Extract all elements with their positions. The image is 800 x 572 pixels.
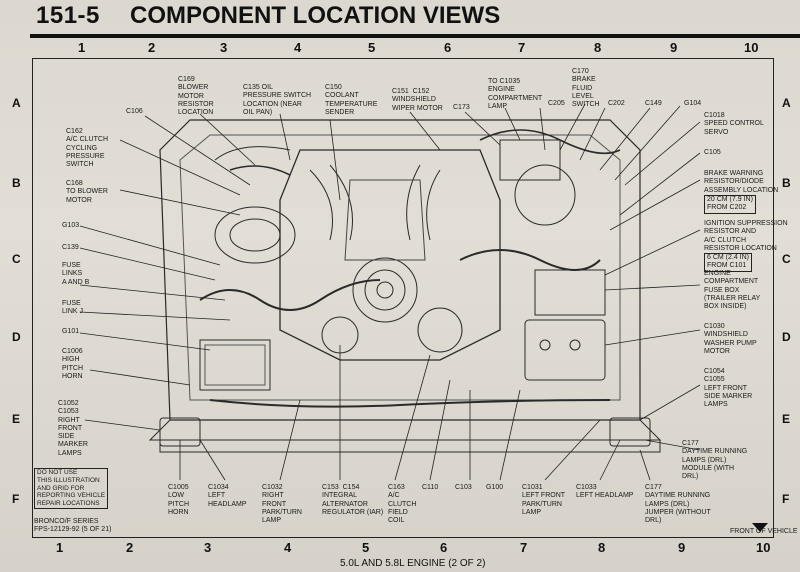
label-c177-drl-jumper: C177 DAYTIME RUNNING LAMPS (DRL) JUMPER … <box>645 484 711 525</box>
label-fuse-box: ENGINE COMPARTMENT FUSE BOX (TRAILER REL… <box>704 270 761 311</box>
label-c151: C151 C152 WINDSHIELD WIPER MOTOR <box>392 88 443 112</box>
label-front-of-vehicle: FRONT OF VEHICLE <box>730 528 798 535</box>
page-title: COMPONENT LOCATION VIEWS <box>130 2 501 29</box>
col-7-bottom: 7 <box>520 540 528 555</box>
col-1-bottom: 1 <box>56 540 64 555</box>
label-c1033: C1033 LEFT HEADLAMP <box>576 484 634 500</box>
label-c139: C139 <box>62 244 79 251</box>
series-id: BRONCO/F SERIES FPS-12129-92 (5 OF 21) <box>34 518 112 534</box>
col-2: 2 <box>148 40 156 55</box>
label-brake-warning-distance: 20 cm (7.9 IN) FROM C202 <box>704 195 756 214</box>
label-c1005: C1005 LOW PITCH HORN <box>168 484 189 516</box>
section-number: 151-5 <box>36 2 100 29</box>
label-c170: C170 BRAKE FLUID LEVEL SWITCH <box>572 68 600 109</box>
illustration-frame <box>32 58 774 538</box>
row-e-right: E <box>782 412 791 426</box>
col-3: 3 <box>220 40 228 55</box>
col-8-bottom: 8 <box>598 540 606 555</box>
label-c1030: C1030 WINDSHIELD WASHER PUMP MOTOR <box>704 323 757 355</box>
label-c173: C173 <box>453 104 470 111</box>
label-c1006: C1006 HIGH PITCH HORN <box>62 348 83 380</box>
row-d-right: D <box>782 330 791 344</box>
row-c: C <box>12 252 21 266</box>
label-c168: C168 TO BLOWER MOTOR <box>66 180 108 204</box>
label-c1032: C1032 RIGHT FRONT PARK/TURN LAMP <box>262 484 302 525</box>
col-6-bottom: 6 <box>440 540 448 555</box>
label-c177-drl-module: C177 DAYTIME RUNNING LAMPS (DRL) MODULE … <box>682 440 748 481</box>
col-10: 10 <box>744 40 759 55</box>
label-c150: C150 COOLANT TEMPERATURE SENDER <box>325 84 378 116</box>
label-c1035: TO C1035 ENGINE COMPARTMENT LAMP <box>488 78 543 110</box>
label-g103: G103 <box>62 222 80 229</box>
col-2-bottom: 2 <box>126 540 134 555</box>
col-8: 8 <box>594 40 602 55</box>
col-9: 9 <box>670 40 678 55</box>
col-10-bottom: 10 <box>756 540 771 555</box>
label-c1018: C1018 SPEED CONTROL SERVO <box>704 112 764 136</box>
col-3-bottom: 3 <box>204 540 212 555</box>
front-arrow-icon <box>752 523 768 532</box>
label-fuse-link-j: FUSE LINK J <box>62 300 84 316</box>
label-c106: C106 <box>126 108 143 115</box>
label-c1054: C1054 C1055 LEFT FRONT SIDE MARKER LAMPS <box>704 368 753 409</box>
col-9-bottom: 9 <box>678 540 686 555</box>
label-g101: G101 <box>62 328 80 335</box>
page-caption: 5.0L AND 5.8L ENGINE (2 OF 2) <box>340 558 486 569</box>
row-c-right: C <box>782 252 791 266</box>
label-c1031: C1031 LEFT FRONT PARK/TURN LAMP <box>522 484 566 516</box>
row-f: F <box>12 492 20 506</box>
label-c135: C135 OIL PRESSURE SWITCH LOCATION (NEAR … <box>243 84 312 116</box>
row-a-right: A <box>782 96 791 110</box>
col-7: 7 <box>518 40 526 55</box>
row-b: B <box>12 176 21 190</box>
col-6: 6 <box>444 40 452 55</box>
header-rule <box>30 34 800 38</box>
label-c169: C169 BLOWER MOTOR RESISTOR LOCATION <box>178 76 214 117</box>
label-c163: C163 A/C CLUTCH FIELD COIL <box>388 484 417 525</box>
label-c105: C105 <box>704 149 721 156</box>
col-1: 1 <box>78 40 86 55</box>
row-e: E <box>12 412 21 426</box>
label-g100: G100 <box>486 484 504 491</box>
label-g104: G104 <box>684 100 702 107</box>
label-c205: C205 <box>548 100 565 107</box>
label-fuse-links: FUSE LINKS A AND B <box>62 262 90 286</box>
label-c202: C202 <box>608 100 625 107</box>
label-c162: C162 A/C CLUTCH CYCLING PRESSURE SWITCH <box>66 128 109 169</box>
label-ignition-suppression: IGNITION SUPPRESSION RESISTOR AND A/C CL… <box>704 220 788 252</box>
col-5: 5 <box>368 40 376 55</box>
col-5-bottom: 5 <box>362 540 370 555</box>
row-a: A <box>12 96 21 110</box>
label-c110: C110 <box>422 484 439 491</box>
label-c1052: C1052 C1053 RIGHT FRONT SIDE MARKER LAMP… <box>58 400 88 457</box>
row-b-right: B <box>782 176 791 190</box>
row-d: D <box>12 330 21 344</box>
label-ignition-suppression-distance: 6 cm (2.4 IN) FROM C101 <box>704 253 753 272</box>
col-4-bottom: 4 <box>284 540 292 555</box>
label-c103: C103 <box>455 484 472 491</box>
bottom-column-ruler: 1 2 3 4 5 6 7 8 9 10 <box>0 540 800 556</box>
top-column-ruler: 1 2 3 4 5 6 7 8 9 10 <box>0 40 800 56</box>
label-c153: C153 C154 INTEGRAL ALTERNATOR REGULATOR … <box>322 484 384 516</box>
label-c1034: C1034 LEFT HEADLAMP <box>208 484 247 508</box>
label-c149: C149 <box>645 100 662 107</box>
col-4: 4 <box>294 40 302 55</box>
disclaimer-box: DO NOT USE THIS ILLUSTRATION AND GRID FO… <box>34 468 109 509</box>
label-brake-warning: BRAKE WARNING RESISTOR/DIODE ASSEMBLY LO… <box>704 170 779 194</box>
row-f-right: F <box>782 492 790 506</box>
